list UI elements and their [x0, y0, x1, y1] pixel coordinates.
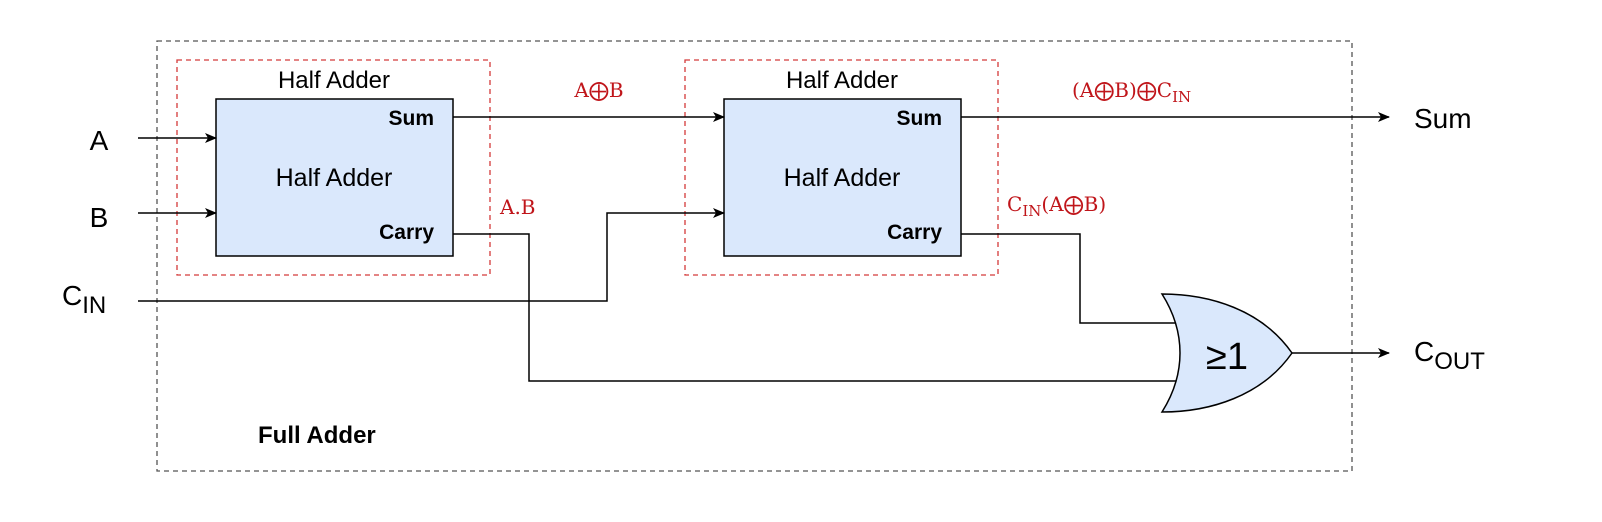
output-cout-main: C	[1414, 336, 1434, 367]
half-adder-1-sum-port: Sum	[388, 107, 434, 130]
input-cin-sub: IN	[82, 292, 106, 319]
annotation-sum-expr-main: (A⨁B)⨁C	[1072, 78, 1172, 102]
annotation-a-and-b: A.B	[499, 195, 536, 219]
annotation-carry-2: CIN(A⨁B)	[1007, 192, 1106, 220]
half-adder-2-block	[723, 98, 962, 257]
output-cout-label: COUT	[1414, 336, 1485, 375]
half-adder-2-group-title: Half Adder	[786, 67, 898, 94]
wire-ha2-carry	[961, 233, 1176, 324]
input-cin-main: C	[62, 280, 82, 311]
annotation-carry-2-sub: IN	[1022, 202, 1041, 220]
wire-ha1-carry	[453, 233, 1176, 382]
annotation-carry-2-prefix: C	[1007, 192, 1022, 216]
full-adder-label: Full Adder	[258, 422, 376, 449]
half-adder-2-carry-port: Carry	[887, 221, 942, 244]
half-adder-1-block	[215, 98, 454, 257]
or-gate	[1160, 293, 1293, 413]
or-gate-label: ≥1	[1206, 336, 1248, 378]
half-adder-1-group-title: Half Adder	[278, 67, 390, 94]
input-a-label: A	[90, 125, 109, 156]
input-cin-label: CIN	[62, 280, 106, 319]
output-sum-label: Sum	[1414, 103, 1472, 134]
annotation-sum-expr: (A⨁B)⨁CIN	[1072, 78, 1191, 106]
half-adder-2-group	[684, 59, 999, 276]
full-adder-boundary	[156, 40, 1353, 472]
half-adder-1-carry-port: Carry	[379, 221, 434, 244]
half-adder-2-block-label: Half Adder	[784, 164, 901, 192]
wire-cin	[138, 208, 725, 302]
half-adder-1-group	[176, 59, 491, 276]
annotation-a-xor-b: A⨁B	[573, 78, 623, 102]
output-cout-sub: OUT	[1434, 348, 1485, 375]
half-adder-2-sum-port: Sum	[896, 107, 942, 130]
input-b-label: B	[90, 202, 109, 233]
half-adder-1-block-label: Half Adder	[276, 164, 393, 192]
annotation-carry-2-rest: (A⨁B)	[1041, 192, 1106, 216]
annotation-sum-expr-sub: IN	[1172, 88, 1191, 106]
